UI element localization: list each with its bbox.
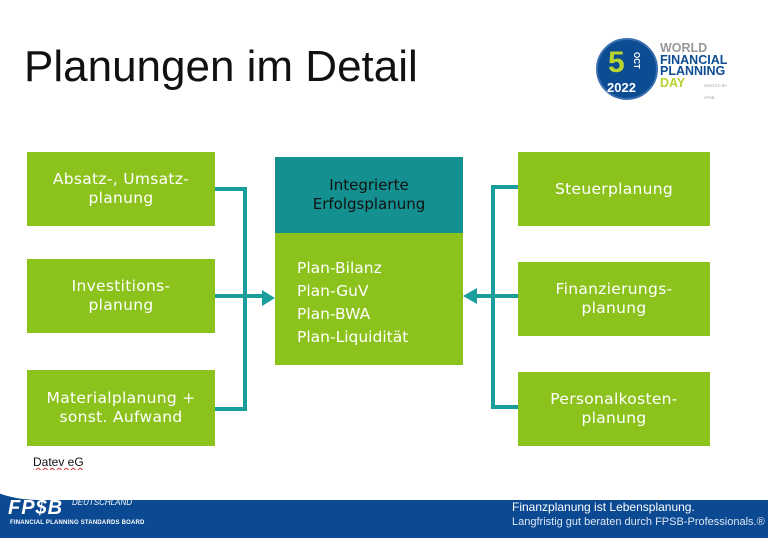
fpsb-logo: FP$B: [8, 497, 64, 519]
page-title: Planungen im Detail: [24, 42, 418, 91]
box-steuerplanung: Steuerplanung: [518, 152, 710, 226]
box-absatz-umsatzplanung: Absatz-, Umsatz- planung: [27, 152, 215, 226]
footer-slogan: Finanzplanung ist Lebensplanung.: [512, 500, 695, 514]
center-item: Plan-GuV: [297, 282, 369, 300]
box-finanzierungsplanung: Finanzierungs- planung: [518, 262, 710, 336]
fpsb-country: DEUTSCHLAND: [72, 498, 133, 507]
box-materialplanung: Materialplanung + sonst. Aufwand: [27, 370, 215, 446]
box-personalkostenplanung: Personalkosten- planung: [518, 372, 710, 446]
box-investitionsplanung: Investitions- planung: [27, 259, 215, 333]
arrow-right-icon: [262, 290, 275, 306]
footer-subslogan: Langfristig gut beraten durch FPSB-Profe…: [512, 516, 765, 528]
source-label: Datev eG: [33, 455, 84, 469]
center-body: Plan-Bilanz Plan-GuV Plan-BWA Plan-Liqui…: [275, 233, 463, 365]
center-item: Plan-BWA: [297, 305, 371, 323]
fpsb-board: FINANCIAL PLANNING STANDARDS BOARD: [10, 520, 145, 526]
center-item: Plan-Liquidität: [297, 328, 409, 346]
arrow-left-icon: [463, 288, 477, 304]
center-item: Plan-Bilanz: [297, 259, 382, 277]
center-header: Integrierte Erfolgsplanung: [275, 157, 463, 233]
